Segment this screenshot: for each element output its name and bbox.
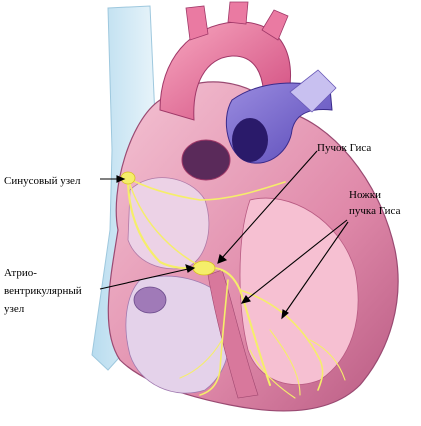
aortic-branch	[261, 9, 289, 41]
aortic-branch	[227, 1, 249, 25]
coronary-sinus	[133, 286, 167, 314]
label-bundle-branches-line2: пучка Гиса	[349, 205, 401, 217]
septum	[207, 269, 259, 399]
label-bundle-of-his: Пучок Гиса	[317, 142, 372, 154]
label-av-node-line2: вентрикулярный	[4, 285, 82, 297]
av-node	[192, 260, 216, 276]
right-atrium	[127, 177, 210, 270]
label-av-node-line1: Атрио-	[4, 267, 37, 279]
sinus-node	[120, 171, 136, 185]
label-av-node-line3: узел	[4, 303, 25, 315]
pulmonary-vein-opening	[232, 118, 268, 162]
vessel-opening	[181, 139, 231, 181]
pulmonary-artery	[289, 69, 337, 113]
pointer-lines	[99, 150, 349, 320]
label-sinus-node: Синусовый узел	[4, 175, 81, 187]
label-bundle-branches-line1: Ножки	[349, 189, 382, 201]
left-ventricle	[239, 197, 359, 385]
aortic-branch	[185, 5, 209, 41]
